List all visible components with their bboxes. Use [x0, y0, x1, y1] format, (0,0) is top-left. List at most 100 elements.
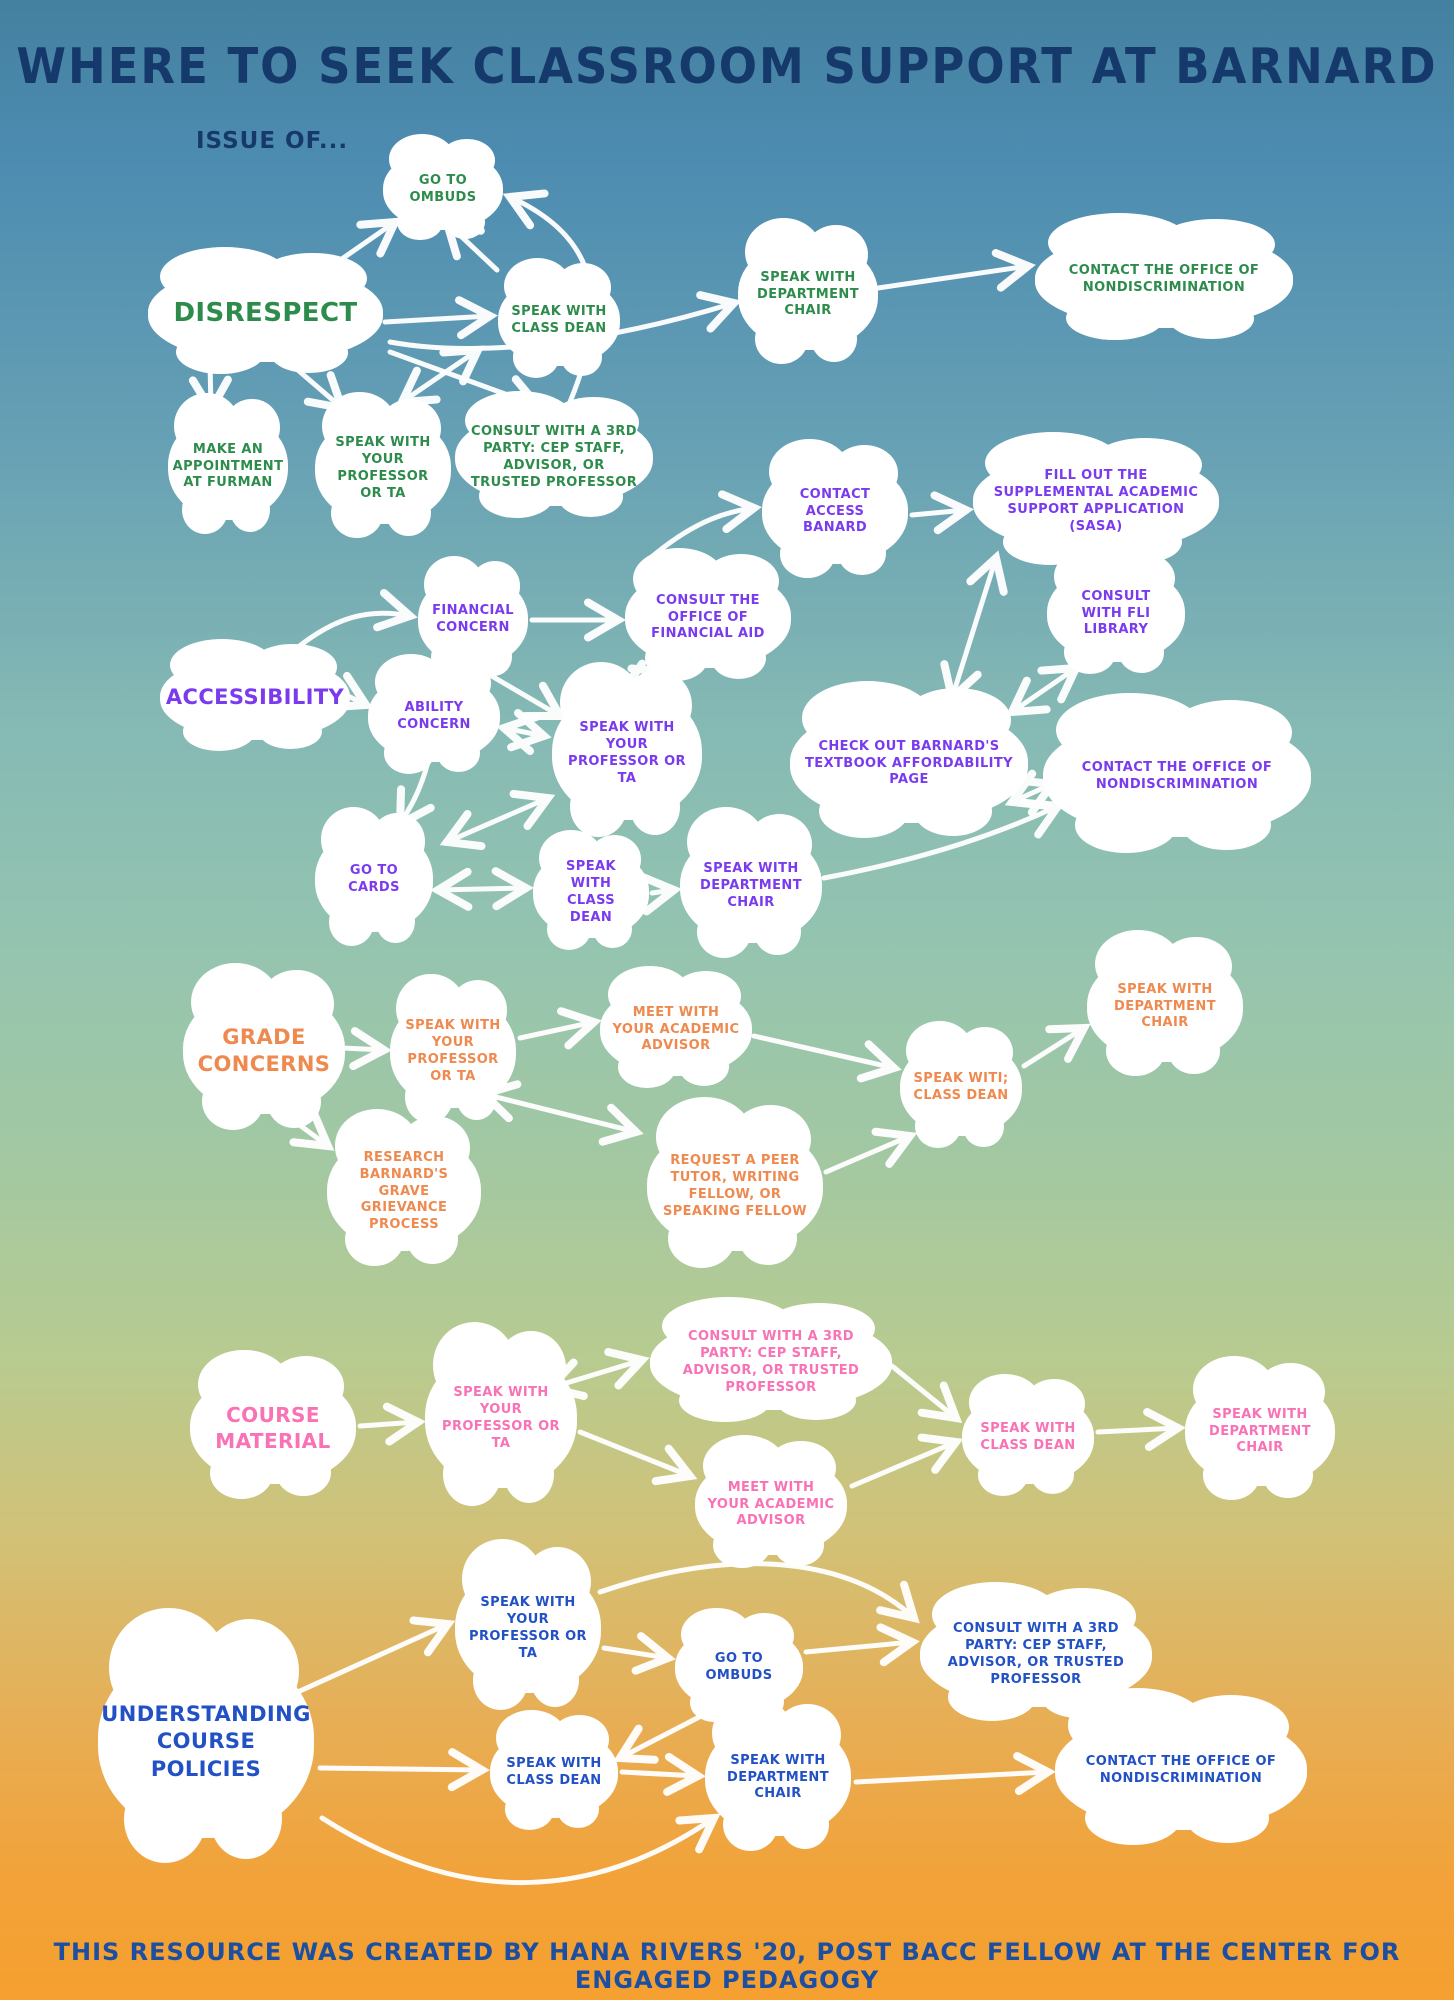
node-label: SPEAK WITH YOUR PROFESSOR OR TA — [442, 1385, 560, 1451]
node-label: MEET WITH YOUR ACADEMIC ADVISOR — [707, 1479, 835, 1529]
node-meet-academic-advisor-grade: MEET WITH YOUR ACADEMIC ADVISOR — [600, 965, 752, 1088]
node-label: SPEAK WITH DEPARTMENT CHAIR — [1209, 1406, 1311, 1456]
node-label: SPEAK WITH DEPARTMENT CHAIR — [727, 1752, 829, 1802]
node-consult-fli-library: CONSULT WITH FLI LIBRARY — [1047, 546, 1185, 675]
node-label: GO TO OMBUDS — [409, 173, 477, 205]
arrow — [645, 490, 762, 563]
node-go-to-ombuds-disrespect: GO TO OMBUDS — [383, 134, 503, 241]
arrow — [821, 798, 1066, 881]
poster-title: WHERE TO SEEK CLASSROOM SUPPORT AT BARNA… — [16, 37, 1438, 96]
arrow — [289, 588, 418, 655]
arrow — [803, 1623, 920, 1667]
node-contact-office-disrespect: CONTACT THE OFFICE OF NONDISCRIMINATION — [1035, 212, 1293, 341]
node-check-textbook-affordability: CHECK OUT BARNARD'S TEXTBOOK AFFORDABILI… — [790, 681, 1028, 839]
node-label: GRADE CONCERNS — [197, 1024, 331, 1076]
node-understanding-policies-head: UNDERSTANDING COURSE POLICIES — [98, 1607, 314, 1863]
node-speak-professor-disrespect: SPEAK WITH YOUR PROFESSOR OR TA — [315, 392, 451, 539]
node-contact-access-banard: CONTACT ACCESS BANARD — [762, 439, 908, 578]
arrow — [909, 491, 974, 535]
node-label: SPEAK WITH YOUR PROFESSOR OR TA — [405, 1018, 501, 1084]
node-consult-financial-aid: CONSULT THE OFFICE OF FINANCIAL AID — [625, 548, 791, 681]
arrow — [357, 1402, 426, 1446]
node-accessibility-head: ACCESSIBILITY — [160, 639, 350, 751]
node-meet-academic-advisor-course: MEET WITH YOUR ACADEMIC ADVISOR — [695, 1435, 847, 1568]
node-label: CONSULT WITH A 3RD PARTY: CEP STAFF, ADV… — [470, 424, 638, 490]
arrow — [619, 1752, 706, 1796]
node-speak-dept-chair-disrespect: SPEAK WITH DEPARTMENT CHAIR — [738, 218, 878, 365]
arrow — [277, 1616, 456, 1703]
arrow — [475, 665, 567, 721]
arrow — [853, 1752, 1056, 1796]
arrow — [849, 1433, 964, 1489]
issue-of-label: ISSUE OF... — [196, 128, 349, 154]
arrow — [339, 1027, 392, 1071]
arrow — [317, 1748, 490, 1792]
node-fill-out-sasa: FILL OUT THE SUPPLEMENTAL ACADEMIC SUPPO… — [973, 432, 1219, 565]
node-ability-concern: ABILITY CONCERN — [368, 654, 500, 774]
node-label: CONTACT THE OFFICE OF NONDISCRIMINATION — [1085, 1754, 1277, 1786]
node-contact-office-accessibility: CONTACT THE OFFICE OF NONDISCRIMINATION — [1043, 693, 1311, 853]
node-grade-concerns-head: GRADE CONCERNS — [183, 962, 345, 1131]
node-label: MEET WITH YOUR ACADEMIC ADVISOR — [612, 1004, 740, 1054]
node-label: SPEAK WITH YOUR PROFESSOR OR TA — [469, 1595, 587, 1661]
arrow — [430, 867, 534, 911]
arrow — [439, 789, 556, 851]
node-speak-class-dean-grade: SPEAK WITI; CLASS DEAN — [900, 1020, 1022, 1149]
arrow — [1095, 1408, 1186, 1451]
arrow — [637, 872, 682, 916]
node-speak-dept-chair-grade: SPEAK WITH DEPARTMENT CHAIR — [1087, 930, 1243, 1077]
node-financial-concern: FINANCIAL CONCERN — [418, 555, 528, 678]
arrow — [517, 1007, 602, 1050]
node-label: SPEAK WITH CLASS DEAN — [506, 1756, 602, 1788]
arrow — [577, 1429, 698, 1486]
arrow — [1005, 663, 1083, 717]
node-label: ACCESSIBILITY — [165, 685, 345, 710]
node-consult-3rd-party-course: CONSULT WITH A 3RD PARTY: CEP STAFF, ADV… — [650, 1297, 892, 1423]
node-label: REQUEST A PEER TUTOR, WRITING FELLOW, OR… — [662, 1153, 808, 1219]
node-label: CONTACT THE OFFICE OF NONDISCRIMINATION — [1068, 263, 1260, 295]
node-label: SPEAK WITH YOUR PROFESSOR OR TA — [335, 435, 431, 501]
node-go-to-ombuds-policies: GO TO OMBUDS — [675, 1607, 803, 1723]
arrow — [476, 1080, 644, 1146]
node-speak-class-dean-disrespect: SPEAK WITH CLASS DEAN — [498, 258, 620, 378]
node-speak-professor-accessibility: SPEAK WITH YOUR PROFESSOR OR TA — [552, 661, 702, 838]
node-contact-office-policies: CONTACT THE OFFICE OF NONDISCRIMINATION — [1055, 1688, 1307, 1846]
node-label: UNDERSTANDING COURSE POLICIES — [101, 1702, 311, 1781]
node-label: SPEAK WITH DEPARTMENT CHAIR — [1114, 981, 1216, 1031]
node-label: SPEAK WITH DEPARTMENT CHAIR — [700, 861, 802, 910]
arrow — [597, 1561, 920, 1624]
node-label: FINANCIAL CONCERN — [432, 603, 514, 635]
node-label: SPEAK WITH CLASS DEAN — [566, 859, 616, 925]
node-label: SPEAK WITH YOUR PROFESSOR OR TA — [568, 720, 686, 786]
arrow — [496, 708, 552, 756]
node-speak-dept-chair-accessibility: SPEAK WITH DEPARTMENT CHAIR — [680, 807, 822, 958]
node-label: FILL OUT THE SUPPLEMENTAL ACADEMIC SUPPO… — [993, 468, 1199, 534]
node-label: CONTACT THE OFFICE OF NONDISCRIMINATION — [1081, 760, 1273, 792]
node-label: GO TO CARDS — [348, 863, 400, 895]
arrow — [751, 1033, 902, 1083]
node-label: COURSE MATERIAL — [215, 1403, 331, 1453]
node-disrespect-head: DISRESPECT — [148, 246, 383, 375]
credit-line: THIS RESOURCE WAS CREATED BY HANA RIVERS… — [53, 1938, 1401, 1994]
node-label: SPEAK WITI; CLASS DEAN — [913, 1071, 1009, 1103]
node-label: CONSULT WITH A 3RD PARTY: CEP STAFF, ADV… — [947, 1621, 1125, 1687]
node-label: GO TO OMBUDS — [705, 1651, 773, 1683]
node-speak-dept-chair-course: SPEAK WITH DEPARTMENT CHAIR — [1185, 1356, 1335, 1501]
node-label: SPEAK WITH CLASS DEAN — [511, 304, 607, 336]
node-research-grave-grievance: RESEARCH BARNARD'S GRAVE GRIEVANCE PROCE… — [327, 1109, 481, 1267]
node-label: MAKE AN APPOINTMENT AT FURMAN — [172, 441, 284, 491]
node-course-material-head: COURSE MATERIAL — [190, 1349, 356, 1499]
node-speak-dept-chair-policies: SPEAK WITH DEPARTMENT CHAIR — [705, 1696, 851, 1852]
node-label: SPEAK WITH DEPARTMENT CHAIR — [757, 269, 859, 319]
node-label: SPEAK WITH CLASS DEAN — [980, 1421, 1076, 1453]
arrow — [319, 1813, 721, 1886]
node-make-appointment-furman: MAKE AN APPOINTMENT AT FURMAN — [168, 392, 288, 534]
node-request-peer-tutor: REQUEST A PEER TUTOR, WRITING FELLOW, OR… — [647, 1097, 823, 1268]
node-speak-class-dean-course: SPEAK WITH CLASS DEAN — [962, 1373, 1094, 1496]
arrow — [382, 296, 498, 340]
node-go-to-cards: GO TO CARDS — [315, 807, 433, 946]
node-speak-professor-policies: SPEAK WITH YOUR PROFESSOR OR TA — [455, 1539, 601, 1710]
node-label: CONTACT ACCESS BANARD — [799, 486, 871, 536]
arrow — [875, 249, 1036, 292]
node-speak-class-dean-policies: SPEAK WITH CLASS DEAN — [490, 1710, 618, 1830]
